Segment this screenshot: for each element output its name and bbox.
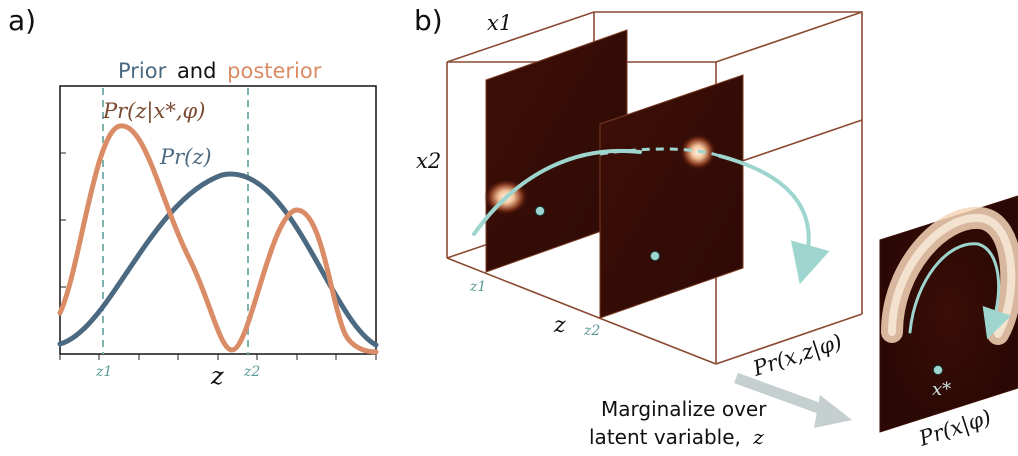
marginalize-arrow-head xyxy=(814,395,852,428)
annotation-line2-text: latent variable, xyxy=(589,425,741,449)
arc-dashed xyxy=(599,147,721,158)
xstar-point xyxy=(933,365,943,375)
x-axis-label: z xyxy=(210,362,224,390)
slice-z2 xyxy=(599,74,744,319)
panel-b-label: b) xyxy=(414,4,443,37)
posterior-label: Pr(z|x*,φ) xyxy=(102,99,205,124)
y-ticks xyxy=(60,85,66,355)
title-and: and xyxy=(177,59,217,83)
z2-label: z2 xyxy=(243,364,260,380)
annotation-line2-var: z xyxy=(752,425,764,449)
arc-arrow xyxy=(718,154,830,285)
marginal-arc xyxy=(908,242,1012,340)
slice-z1-point xyxy=(535,206,545,216)
marginalize-arrow-shaft xyxy=(734,372,826,416)
x2-label: x2 xyxy=(416,149,441,173)
annotation-line1: Marginalize over xyxy=(601,397,767,421)
title-posterior: posterior xyxy=(227,59,322,83)
z-axis-label: z xyxy=(553,313,566,338)
z1-label: z1 xyxy=(95,364,112,380)
prior-label: Pr(z) xyxy=(159,145,212,169)
annotation-line2: latent variable, z xyxy=(589,425,764,449)
title-prior: Prior xyxy=(118,59,167,83)
b-z2-label: z2 xyxy=(583,323,600,339)
x1-label: x1 xyxy=(487,11,512,35)
posterior-curve xyxy=(57,123,379,355)
plot-frame xyxy=(59,85,377,355)
slice-z2-point xyxy=(650,251,660,261)
panel-a-label: a) xyxy=(8,4,36,37)
marginal-ridge-core xyxy=(888,213,1016,338)
b-z1-label: z1 xyxy=(469,279,486,295)
xstar-label: x* xyxy=(932,379,951,400)
x-ticks xyxy=(59,354,377,360)
prior-curve xyxy=(57,171,379,348)
joint-label: Pr(x,z|φ) xyxy=(749,330,845,382)
panel-a-title: Prior and posterior xyxy=(118,59,322,83)
